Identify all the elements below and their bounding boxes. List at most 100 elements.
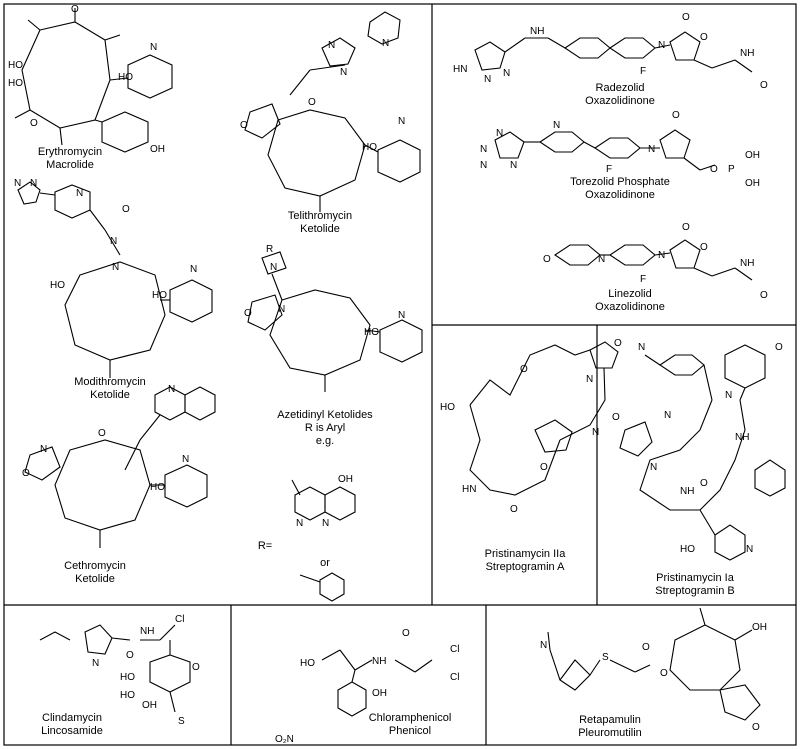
torezolid-f: F xyxy=(606,164,612,175)
telithromycin-ho: HO xyxy=(362,142,377,153)
telithromycin-n-2: N xyxy=(340,67,347,78)
linezolid-name: Linezolid xyxy=(608,288,652,300)
pristinamycin-1a-n-2: N xyxy=(725,390,732,401)
torezolid-n-ox: N xyxy=(648,144,655,155)
pristinamycin-1a-n-pyr: N xyxy=(746,544,753,555)
radezolid-nh-1: NH xyxy=(530,26,544,37)
modithromycin-n-3: N xyxy=(76,188,83,199)
azetidinyl-nme2: N xyxy=(398,310,405,321)
chloramphenicol-name: Chloramphenicol xyxy=(368,712,452,724)
pristinamycin-2a-structure xyxy=(469,341,619,496)
pristinamycin-2a-o-ox: O xyxy=(614,338,622,349)
telithromycin-name: Telithromycin xyxy=(287,210,353,222)
radezolid-name: Radezolid xyxy=(595,82,645,94)
retapamulin-structure xyxy=(547,607,761,721)
pristinamycin-2a-hn: HN xyxy=(462,484,476,495)
linezolid-o-amide: O xyxy=(760,290,768,301)
chloramphenicol-o2n: O₂N xyxy=(275,734,294,745)
modithromycin-ho-1: HO xyxy=(50,280,65,291)
telithromycin-o-2: O xyxy=(308,97,316,108)
clindamycin-nh: NH xyxy=(140,626,154,637)
azetidinyl-name: Azetidinyl Ketolides xyxy=(277,409,373,421)
pristinamycin-1a-nh-2: NH xyxy=(680,486,694,497)
radezolid-nh-2: NH xyxy=(740,48,754,59)
clindamycin-structure xyxy=(39,624,191,713)
linezolid-n-morph: N xyxy=(598,254,605,265)
caption-torezolid: Torezolid Phosphate Oxazolidinone xyxy=(545,176,695,202)
clindamycin-class: Lincosamide xyxy=(41,725,103,737)
erythromycin-ho-1: HO xyxy=(8,60,23,71)
pristinamycin-1a-o-ketone: O xyxy=(775,342,783,353)
azetidinyl-or-label: or xyxy=(310,557,340,570)
clindamycin-o-ring: O xyxy=(192,662,200,673)
modithromycin-n-1: N xyxy=(14,178,21,189)
azetidinyl-o-1: O xyxy=(244,308,252,319)
telithromycin-o-1: O xyxy=(240,120,248,131)
clindamycin-oh: OH xyxy=(142,700,157,711)
cethromycin-class: Ketolide xyxy=(75,573,115,585)
erythromycin-class: Macrolide xyxy=(46,159,94,171)
chloramphenicol-o: O xyxy=(402,628,410,639)
azetidinyl-n-2: N xyxy=(278,304,285,315)
erythromycin-nme2: N xyxy=(150,42,157,53)
torezolid-oh-2: OH xyxy=(745,178,760,189)
modithromycin-o-1: O xyxy=(122,204,130,215)
radezolid-o-amide: O xyxy=(760,80,768,91)
erythromycin-oxo: O xyxy=(71,4,79,15)
chloramphenicol-ho: HO xyxy=(300,658,315,669)
clindamycin-name: Clindamycin xyxy=(42,712,102,724)
clindamycin-o-amide: O xyxy=(126,650,134,661)
cethromycin-name: Cethromycin xyxy=(64,560,126,572)
cethromycin-nme2: N xyxy=(182,454,189,465)
erythromycin-ho-3: HO xyxy=(118,72,133,83)
torezolid-structure xyxy=(494,129,716,171)
azetidinyl-ring-n-1: N xyxy=(296,518,303,529)
azetidinyl-ring-n-2: N xyxy=(322,518,329,529)
azetidinyl-note: e.g. xyxy=(315,435,335,447)
pristinamycin-1a-class: Streptogramin B xyxy=(655,585,735,597)
torezolid-o-carbonyl: O xyxy=(672,110,680,121)
chloramphenicol-cl-1: Cl xyxy=(450,644,459,655)
erythromycin-ho-2: HO xyxy=(8,78,23,89)
caption-clindamycin: Clindamycin Lincosamide xyxy=(22,712,122,738)
retapamulin-o-carbonyl: O xyxy=(642,642,650,653)
linezolid-nh: NH xyxy=(740,258,754,269)
pristinamycin-2a-o-2: O xyxy=(612,412,620,423)
chloramphenicol-oh: OH xyxy=(372,688,387,699)
azetidinyl-class: R is Aryl xyxy=(304,422,346,434)
caption-cethromycin: Cethromycin Ketolide xyxy=(40,560,150,586)
torezolid-n-pyr: N xyxy=(553,120,560,131)
radezolid-structure xyxy=(474,31,753,73)
caption-pristinamycin-2a: Pristinamycin IIa Streptogramin A xyxy=(465,548,585,574)
modithromycin-structure xyxy=(17,181,213,378)
retapamulin-n: N xyxy=(540,640,547,651)
radezolid-o-carbonyl: O xyxy=(682,12,690,23)
torezolid-p: P xyxy=(728,164,735,175)
torezolid-n-4: N xyxy=(510,160,517,171)
radezolid-f: F xyxy=(640,66,646,77)
cethromycin-o-1: O xyxy=(22,468,30,479)
chloramphenicol-structure xyxy=(321,649,433,717)
azetidinyl-oh: OH xyxy=(338,474,353,485)
clindamycin-ho-2: HO xyxy=(120,690,135,701)
chloramphenicol-class: Phenicol xyxy=(388,725,432,737)
retapamulin-o-ester: O xyxy=(660,668,668,679)
caption-chloramphenicol: Chloramphenicol Phenicol xyxy=(350,712,470,738)
radezolid-hn: HN xyxy=(453,64,467,75)
radezolid-n-2: N xyxy=(503,68,510,79)
cethromycin-ho: HO xyxy=(150,482,165,493)
linezolid-o-ring: O xyxy=(700,242,708,253)
retapamulin-class: Pleuromutilin xyxy=(578,727,642,739)
azetidinyl-or-label-text: or xyxy=(320,557,330,569)
cethromycin-structure xyxy=(24,386,216,548)
azetidinyl-structure xyxy=(247,251,423,602)
modithromycin-n-4: N xyxy=(110,236,117,247)
telithromycin-nme2: N xyxy=(398,116,405,127)
pristinamycin-1a-o-1: O xyxy=(700,478,708,489)
pristinamycin-2a-o-4: O xyxy=(510,504,518,515)
modithromycin-n-2: N xyxy=(30,178,37,189)
telithromycin-structure xyxy=(244,11,421,212)
linezolid-class: Oxazolidinone xyxy=(595,301,665,313)
caption-retapamulin: Retapamulin Pleuromutilin xyxy=(560,714,660,740)
